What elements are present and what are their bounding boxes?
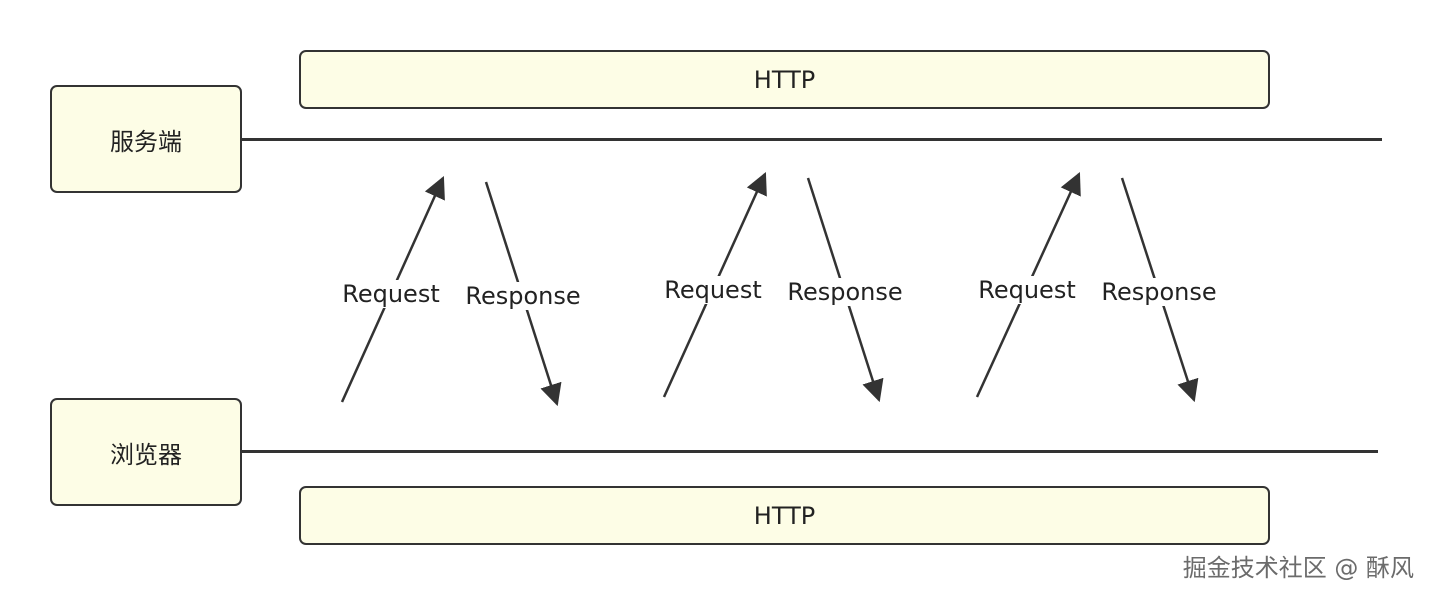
server-node: 服务端 (50, 85, 242, 193)
request-label-2: Request (662, 276, 764, 304)
watermark-text: 掘金技术社区 @ 酥风 (1182, 554, 1414, 582)
http-bar-bottom-label: HTTP (753, 501, 816, 530)
request-label-1: Request (340, 280, 442, 308)
browser-node: 浏览器 (50, 398, 242, 506)
server-lifeline (242, 138, 1382, 141)
http-bar-bottom: HTTP (299, 486, 1270, 545)
http-bar-top-label: HTTP (753, 65, 816, 94)
response-label-1: Response (463, 282, 583, 310)
server-node-label: 服务端 (110, 127, 182, 156)
http-bar-top: HTTP (299, 50, 1270, 109)
response-label-2: Response (785, 278, 905, 306)
browser-node-label: 浏览器 (110, 440, 182, 469)
browser-lifeline (242, 450, 1378, 453)
response-label-3: Response (1099, 278, 1219, 306)
request-label-3: Request (976, 276, 1078, 304)
